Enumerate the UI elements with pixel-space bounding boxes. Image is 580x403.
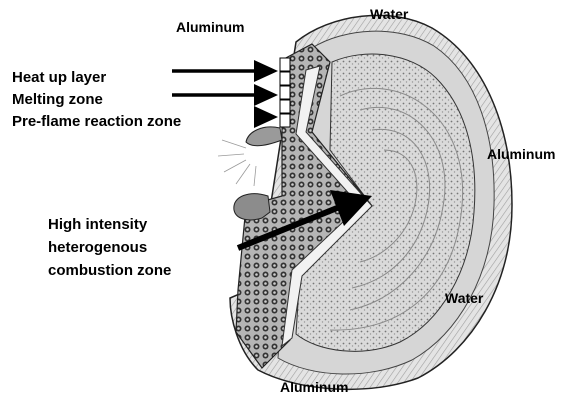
label-aluminum-bottom: Aluminum [280,380,348,394]
label-high-intensity-2: heterogenous [48,240,147,255]
label-melting-zone: Melting zone [12,92,103,107]
upper-flap [246,127,282,146]
label-water-bottom-right: Water [445,291,483,305]
heat-rays [218,140,256,186]
label-water-top: Water [370,7,408,21]
label-high-intensity-1: High intensity [48,217,147,232]
lower-flap [234,194,270,220]
label-aluminum-right: Aluminum [487,147,555,161]
label-high-intensity-3: combustion zone [48,263,171,278]
label-heat-up-layer: Heat up layer [12,70,106,85]
zone-arrows [172,60,278,128]
heat-up-arrowhead [254,60,278,82]
melting-arrowhead [254,84,278,106]
label-aluminum-top: Aluminum [176,20,244,34]
pre-flame-arrowhead [254,106,278,128]
label-pre-flame-zone: Pre-flame reaction zone [12,114,181,129]
zone-blocks [280,58,290,127]
